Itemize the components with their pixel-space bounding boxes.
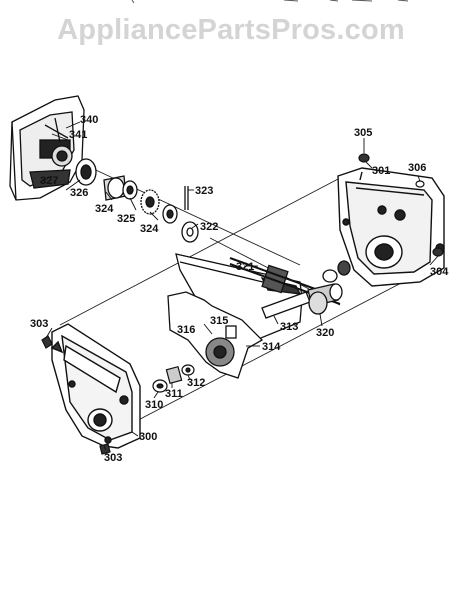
part-labels: 340 341 327 326 324 325 324 323 322 305 …: [30, 114, 449, 464]
rod-313-bushing-320: [261, 260, 351, 319]
right-housing-301: [337, 167, 445, 287]
label-325: 325: [117, 213, 135, 225]
leader-lines: [39, 121, 439, 451]
label-306: 306: [408, 162, 426, 174]
label-326: 326: [70, 187, 88, 199]
label-312: 312: [187, 377, 205, 389]
center-gear-315: [167, 291, 264, 379]
label-316: 316: [177, 324, 195, 336]
shaft-stack-parts: [75, 158, 199, 243]
bracket-assembly-340: [9, 95, 85, 201]
label-303-b: 303: [104, 452, 122, 464]
small-fasteners-left: [41, 335, 111, 455]
small-parts-310-312: [152, 364, 195, 393]
label-311: 311: [165, 388, 183, 400]
left-housing-300: [50, 323, 141, 449]
label-301: 301: [372, 165, 390, 177]
label-340: 340: [80, 114, 98, 126]
label-304: 304: [430, 266, 449, 278]
watermark-text: AppliancePartsPros.com: [57, 14, 405, 46]
label-310: 310: [145, 399, 163, 411]
label-300: 300: [139, 431, 157, 443]
label-315: 315: [210, 315, 228, 327]
label-314: 314: [262, 341, 281, 353]
label-303-a: 303: [30, 318, 48, 330]
label-320: 320: [316, 327, 334, 339]
label-321: 321: [236, 261, 254, 273]
label-324-a: 324: [95, 203, 114, 215]
label-327: 327: [40, 175, 58, 187]
label-313: 313: [280, 321, 298, 333]
label-324-b: 324: [140, 223, 159, 235]
label-322: 322: [200, 221, 218, 233]
label-323: 323: [195, 185, 213, 197]
top-edge-marks: [131, 0, 409, 4]
label-305: 305: [354, 127, 372, 139]
label-341: 341: [69, 129, 87, 141]
